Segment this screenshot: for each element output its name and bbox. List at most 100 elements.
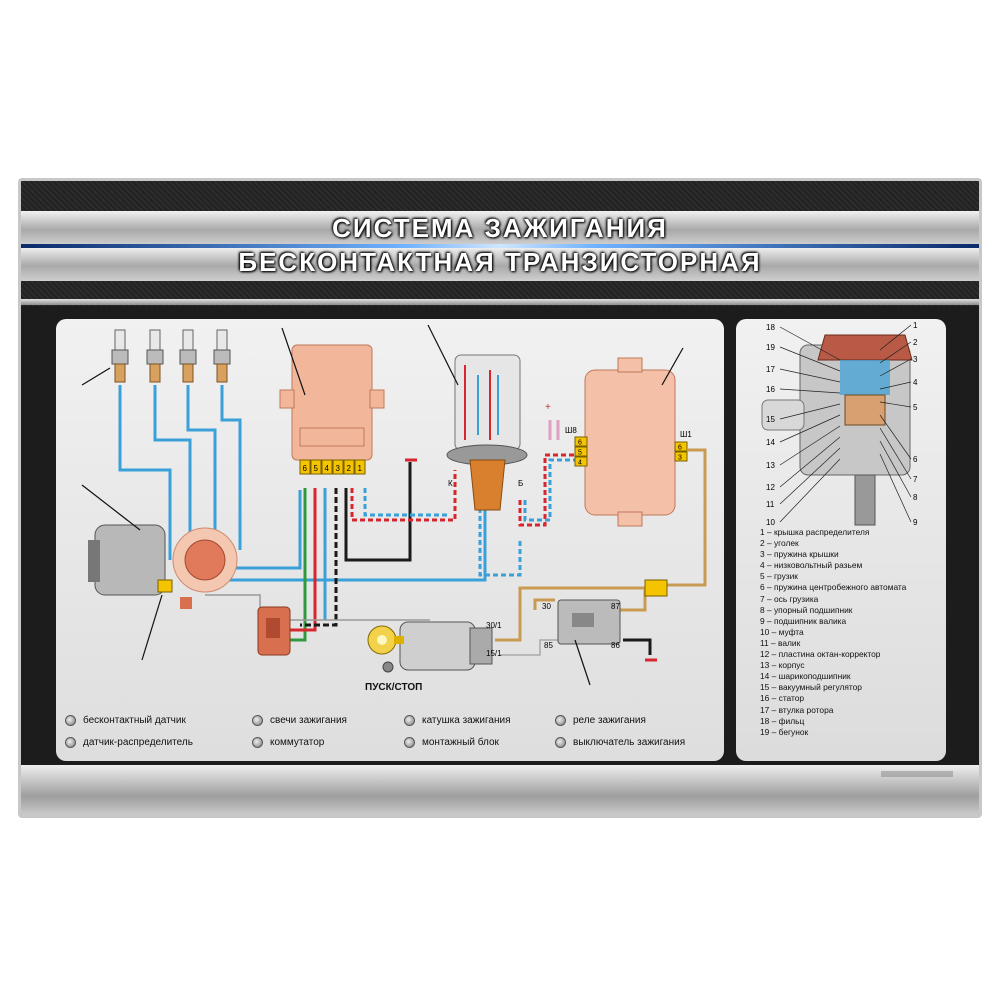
legend-bullet-icon [404,737,415,748]
commutator-pin-label: 6 [303,464,308,473]
callout-right-label: 6 [913,455,918,464]
poster-board: СИСТЕМА ЗАЖИГАНИЯ БЕСКОНТАКТНАЯ ТРАНЗИСТ… [18,178,982,818]
callout-right-line [879,440,912,498]
callout-left-line [779,436,841,488]
commutator-pin-label: 1 [358,464,363,473]
callout-right-label: 8 [913,493,918,502]
parts-list-item: 16 – статор [760,693,805,704]
legend-bullet-icon [555,737,566,748]
switch-pin-30-1: 30/1 [486,621,502,630]
callout-right-line [879,341,912,364]
legend-bullet-icon [252,737,263,748]
parts-list-item: 1 – крышка распределителя [760,527,870,537]
parts-list-item: 11 – валик [760,637,801,648]
ground-icon [405,458,657,662]
callout-right-label: 1 [913,321,918,330]
callout-right-line [879,401,912,408]
legend-item-switch: выключатель зажигания [555,737,685,748]
block-right-connector: 63 [674,441,688,462]
header-stripe-bottom [21,247,979,281]
poster-subtitle: БЕСКОНТАКТНАЯ ТРАНЗИСТОРНАЯ [238,247,762,277]
callout-left-label: 12 [766,483,775,492]
callout-right-label: 9 [913,518,918,527]
block-left-pin [574,436,588,447]
legend-item-relay: реле зажигания [555,715,646,726]
callout-left-line [779,346,841,372]
spark-plug-icon [213,329,231,383]
callout-left-label: 13 [766,461,775,470]
block-left-pin-label: 5 [578,450,582,457]
block-left-pin [574,446,588,457]
plug-wires [118,385,487,582]
legend-label: монтажный блок [422,737,499,748]
callout-left-label: 16 [766,385,775,394]
legend-item-coil: катушка зажигания [404,715,511,726]
legend-label: бесконтактный датчик [83,715,186,726]
legend-label: катушка зажигания [422,715,511,726]
callout-left-label: 17 [766,365,775,374]
ignition-switch-icon: 30/1 15/1 [399,621,502,671]
commutator-pin-label: 4 [325,464,330,473]
legend-bullet-icon [404,715,415,726]
callout-left-label: 15 [766,415,775,424]
parts-list-item: 4 – низковольтный разьем [760,560,863,571]
parts-list-item: 14 – шарикоподшипник [760,671,851,682]
legend-item-sensor: бесконтактный датчик [65,715,186,726]
parts-list-item: 5 – грузик [760,571,798,582]
callout-right-line [879,358,912,377]
legend-item-block: монтажный блок [404,737,499,748]
commutator-pin [354,459,366,475]
callout-right-line [879,324,912,351]
key-icon [367,625,404,655]
callout-left-line [779,414,841,443]
callout-right-line [879,453,912,523]
fuse-block-icon: Ш8 Ш1 654 63 + [545,357,692,527]
publisher-logo [881,771,953,777]
block-right-pin [674,451,688,462]
header-stripe-top [21,211,979,245]
commutator-pin-label: 2 [347,464,352,473]
parts-list-item: 3 – пружина крышки [760,549,839,560]
commutator-pin [299,459,311,475]
callout-left-line [779,447,841,505]
legend-label: свечи зажигания [270,715,347,726]
callout-left-line [779,425,841,466]
block-left-header: Ш8 [565,426,577,435]
header-bottom-bar [21,299,979,305]
relay-pin-87: 87 [611,602,620,611]
relay-icon: 30 87 85 86 [542,579,668,650]
spark-plug-icon [146,329,164,383]
legend-label: датчик-распределитель [83,737,193,748]
legend-item-distributor: датчик-распределитель [65,737,193,748]
block-left-pin-label: 4 [578,460,582,467]
legend-bullet-icon [252,715,263,726]
sensor-connector-icon [257,606,291,656]
legend-bullet-icon [65,737,76,748]
legend-item-plugs: свечи зажигания [252,715,347,726]
callout-left-label: 18 [766,323,775,332]
callout-right-label: 7 [913,475,918,484]
parts-list-item: 17 – втулка ротора [760,704,834,715]
block-left-connector: 654 [574,436,588,467]
parts-list-item: 10 – муфта [760,626,804,637]
spark-plugs [111,329,231,383]
commutator-pin-label: 5 [314,464,319,473]
commutator-pin-label: 3 [336,464,341,473]
spark-plug-icon [179,329,197,383]
callout-right-line [879,427,912,480]
callout-left-label: 10 [766,518,775,527]
block-right-pin-label: 3 [678,455,682,462]
callout-left-line [779,403,841,420]
switch-pin-15-1: 15/1 [486,649,502,658]
commutator-pin [332,459,344,475]
legend-bullet-icon [555,715,566,726]
relay-pin-30: 30 [542,602,551,611]
legend-label: реле зажигания [573,715,646,726]
callout-left-line [779,388,841,394]
parts-list-item: 6 – пружина центробежного автомата [760,582,907,593]
